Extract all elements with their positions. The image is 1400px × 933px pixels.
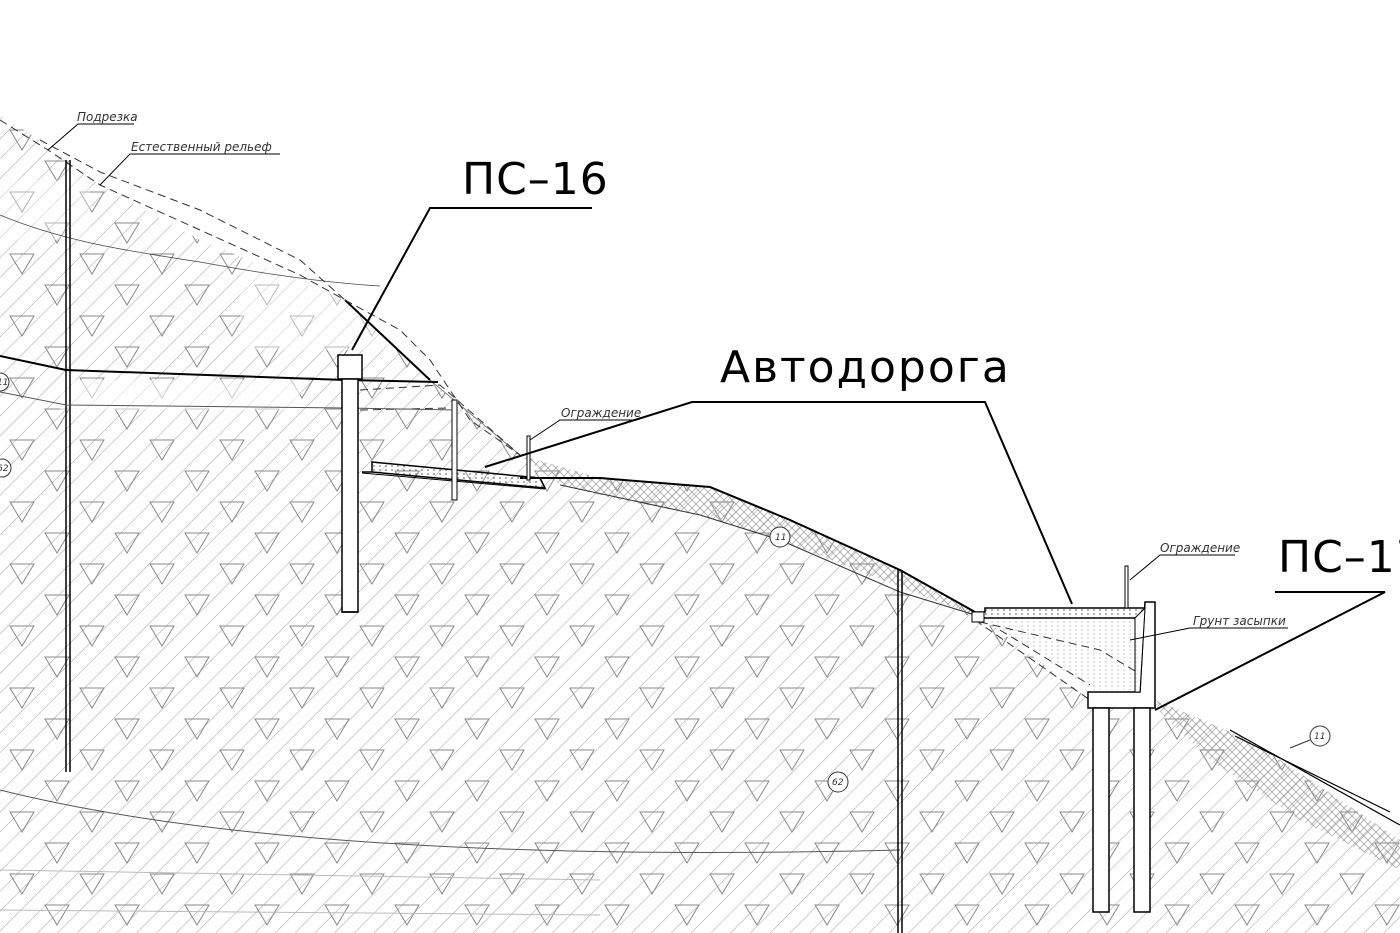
layer-marker-62-left: 62 xyxy=(0,458,12,478)
ps17-support xyxy=(985,601,1156,913)
avtodoroga-label: Автодорога xyxy=(720,342,1011,393)
ps17-label: ПС–17 xyxy=(1278,532,1400,583)
middle-pile xyxy=(897,570,903,933)
left-pile xyxy=(65,160,71,772)
left-tie-beam xyxy=(0,355,67,371)
svg-text:62: 62 xyxy=(832,778,844,788)
svg-text:62: 62 xyxy=(0,464,9,474)
svg-text:11: 11 xyxy=(775,533,786,543)
svg-text:11: 11 xyxy=(0,378,8,388)
layer-marker-11-middle: 11 xyxy=(769,526,791,548)
layer-marker-11-right: 11 xyxy=(1289,725,1331,749)
layer-marker-62-middle: 62 xyxy=(827,771,849,793)
ps16-support xyxy=(337,354,363,613)
podrezka-label: Подрезка xyxy=(77,110,138,124)
backfill-label: Грунт засыпки xyxy=(1193,614,1286,628)
road-slab-right xyxy=(971,565,1146,623)
ground-surface-line xyxy=(344,299,976,613)
leader-lines xyxy=(47,123,1386,711)
ps16-label: ПС–16 xyxy=(462,154,609,205)
tie-beam-line-lower xyxy=(0,391,456,411)
layer-marker-11-left: 11 xyxy=(0,372,10,392)
fence-posts-left xyxy=(451,399,531,501)
relief-label: Естественный рельеф xyxy=(131,140,272,154)
right-slope-lines xyxy=(1229,729,1400,826)
fence-label-right: Ограждение xyxy=(1160,541,1240,555)
svg-text:11: 11 xyxy=(1314,732,1325,742)
fence-label-left: Ограждение xyxy=(561,406,641,420)
